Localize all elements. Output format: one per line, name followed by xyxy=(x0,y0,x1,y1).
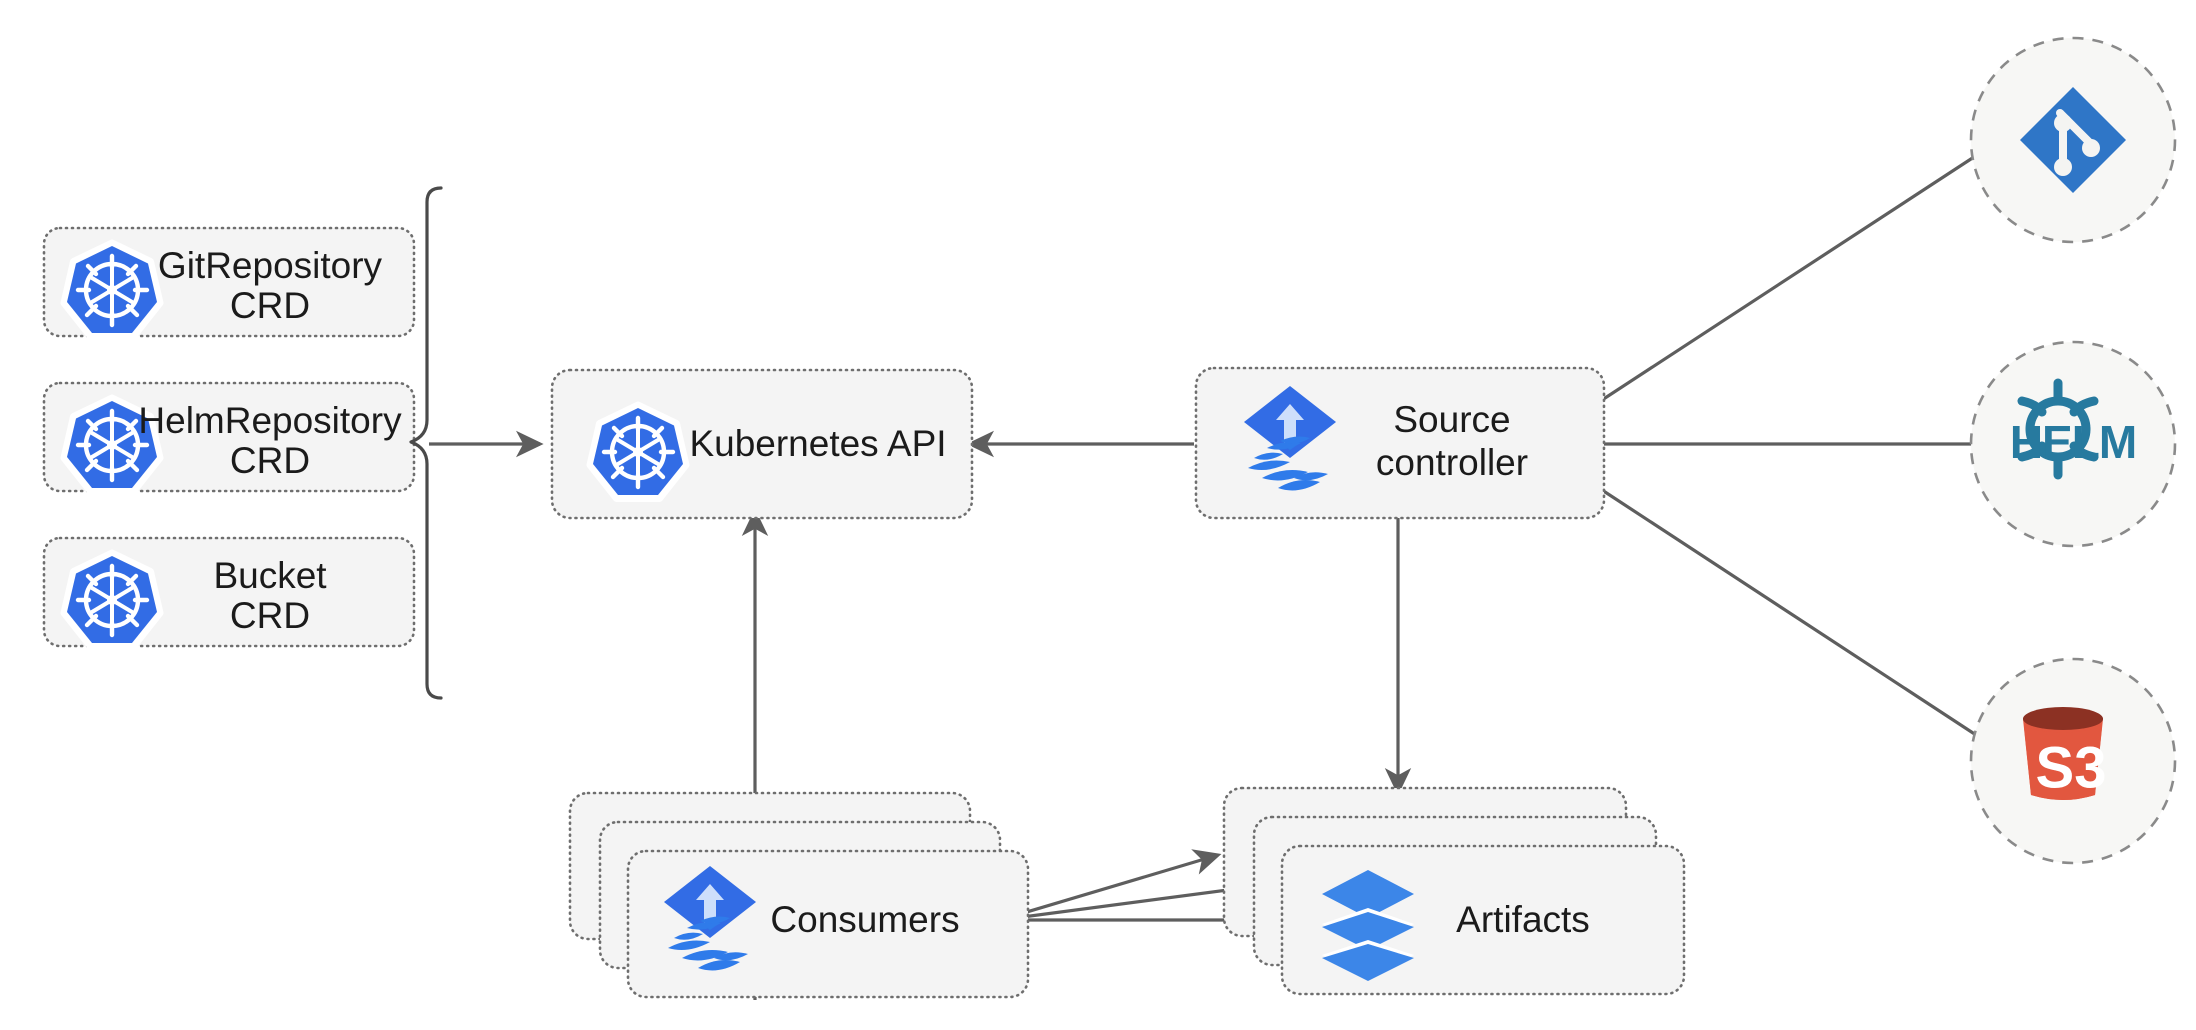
crd-label-line1: GitRepository xyxy=(158,245,383,286)
edge-consumers-to-artifacts-2 xyxy=(999,876,1262,922)
s3-label: S3 xyxy=(2036,735,2107,800)
edge-source-controller-to-s3 xyxy=(1601,488,2006,754)
crd-label-line1: Bucket xyxy=(213,555,327,596)
helm-label: HELM xyxy=(2010,416,2136,468)
node-source-controller[interactable]: Source controller xyxy=(1194,366,1606,520)
node-label-line1: Source xyxy=(1393,399,1510,440)
crd-label-line2: CRD xyxy=(230,595,310,636)
crd-box-helm-repository[interactable]: HelmRepository CRD xyxy=(42,381,416,492)
kubernetes-icon xyxy=(590,405,686,499)
crd-box-bucket[interactable]: Bucket CRD xyxy=(42,536,416,647)
crd-group-bracket xyxy=(409,186,443,700)
crd-label-line1: HelmRepository xyxy=(138,400,402,441)
crd-label-line2: CRD xyxy=(230,285,310,326)
crd-group: GitRepository CRD HelmRepository CRD Buc… xyxy=(42,186,443,700)
node-artifacts[interactable]: Artifacts xyxy=(1222,786,1686,996)
node-label: Artifacts xyxy=(1456,899,1590,940)
external-source-s3[interactable]: S3 xyxy=(1969,657,2177,865)
kubernetes-icon xyxy=(64,243,160,337)
node-consumers[interactable]: Consumers xyxy=(568,791,1030,999)
node-label: Consumers xyxy=(770,899,959,940)
external-source-git[interactable] xyxy=(1969,36,2177,244)
node-label: Kubernetes API xyxy=(689,423,946,464)
crd-label-line2: CRD xyxy=(230,440,310,481)
node-label-line2: controller xyxy=(1376,442,1528,483)
edge-source-controller-to-git xyxy=(1601,138,2004,402)
external-source-helm[interactable]: HELM xyxy=(1969,340,2177,548)
edge-consumers-to-artifacts-1 xyxy=(999,849,1222,922)
node-kubernetes-api[interactable]: Kubernetes API xyxy=(550,368,974,520)
kubernetes-icon xyxy=(64,553,160,647)
crd-box-git-repository[interactable]: GitRepository CRD xyxy=(42,226,416,337)
